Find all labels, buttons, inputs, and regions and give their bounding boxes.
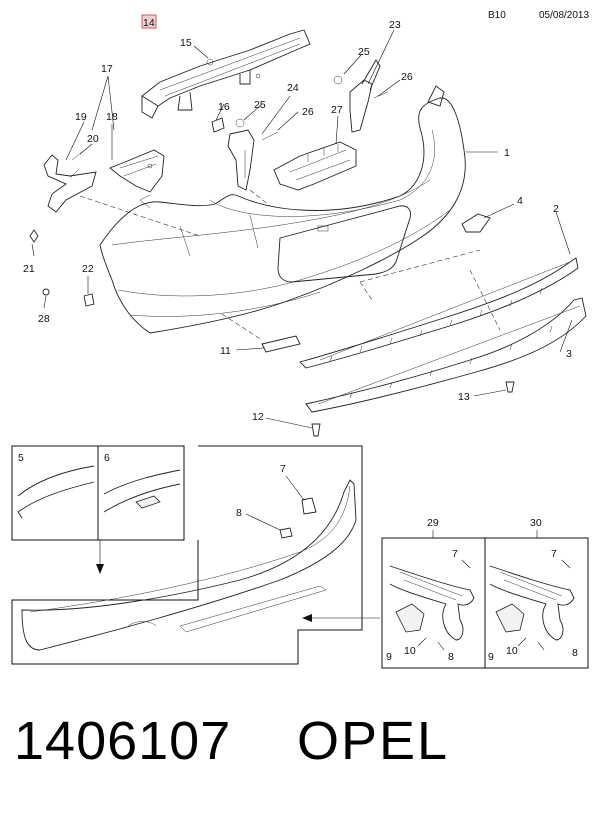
section-code: B10 xyxy=(488,10,506,21)
lower-trim-parts xyxy=(42,213,587,437)
callout-20: 20 xyxy=(87,133,99,145)
callout-22: 22 xyxy=(82,263,94,275)
callout-9-variant-b: 9 xyxy=(488,651,494,663)
diagram-date: 05/08/2013 xyxy=(539,10,590,21)
part-number: 1406107 xyxy=(14,711,232,771)
callout-7-variant-b: 7 xyxy=(551,548,557,560)
callout-27: 27 xyxy=(331,104,343,116)
callout-3: 3 xyxy=(566,348,572,360)
callout-17: 17 xyxy=(101,63,113,75)
callout-18: 18 xyxy=(106,111,118,123)
mid-bracket xyxy=(211,117,279,191)
callout-8-main: 8 xyxy=(236,507,242,519)
callout-26-left: 26 xyxy=(302,106,314,118)
callout-9-variant-a: 9 xyxy=(386,651,392,663)
callout-24: 24 xyxy=(287,82,299,94)
callout-1: 1 xyxy=(504,147,510,159)
callout-19: 19 xyxy=(75,111,87,123)
callout-26-right: 26 xyxy=(401,71,413,83)
callout-15: 15 xyxy=(180,37,192,49)
bumper-cover xyxy=(99,97,466,334)
assembly-lines xyxy=(79,189,501,341)
left-bracket xyxy=(29,149,165,243)
detail-view-bumper xyxy=(11,445,380,665)
callout-25-right: 25 xyxy=(358,46,370,58)
callout-28: 28 xyxy=(38,313,50,325)
detail-view-variants xyxy=(381,530,589,669)
right-bracket xyxy=(333,59,445,133)
brand-name: OPEL xyxy=(297,711,450,771)
callout-12: 12 xyxy=(252,411,264,423)
callout-11: 11 xyxy=(220,345,231,357)
callout-21: 21 xyxy=(23,263,35,275)
callout-10-variant-b: 10 xyxy=(506,645,518,657)
callout-8-variant-b: 8 xyxy=(572,647,578,659)
callout-25-left: 25 xyxy=(254,99,266,111)
callout-7-variant-a: 7 xyxy=(452,548,458,560)
callout-29: 29 xyxy=(427,517,439,529)
energy-absorber xyxy=(273,141,357,191)
callout-labels: 14 15 17 19 18 20 21 22 28 16 25 24 26 2… xyxy=(18,14,578,663)
callout-6: 6 xyxy=(104,452,110,464)
callout-30: 30 xyxy=(530,517,542,529)
callout-8-variant-a: 8 xyxy=(448,651,454,663)
callout-14-highlight xyxy=(141,14,157,29)
callout-4: 4 xyxy=(517,195,523,207)
callout-16: 16 xyxy=(218,101,230,113)
callout-13: 13 xyxy=(458,391,470,403)
callout-7-main: 7 xyxy=(280,463,286,475)
leader-lines xyxy=(31,29,573,429)
callout-5: 5 xyxy=(18,452,24,464)
callout-10-variant-a: 10 xyxy=(404,645,416,657)
center-support xyxy=(141,29,311,119)
callout-23: 23 xyxy=(389,19,401,31)
callout-2: 2 xyxy=(553,203,559,215)
callout-14: 14 xyxy=(143,17,155,29)
